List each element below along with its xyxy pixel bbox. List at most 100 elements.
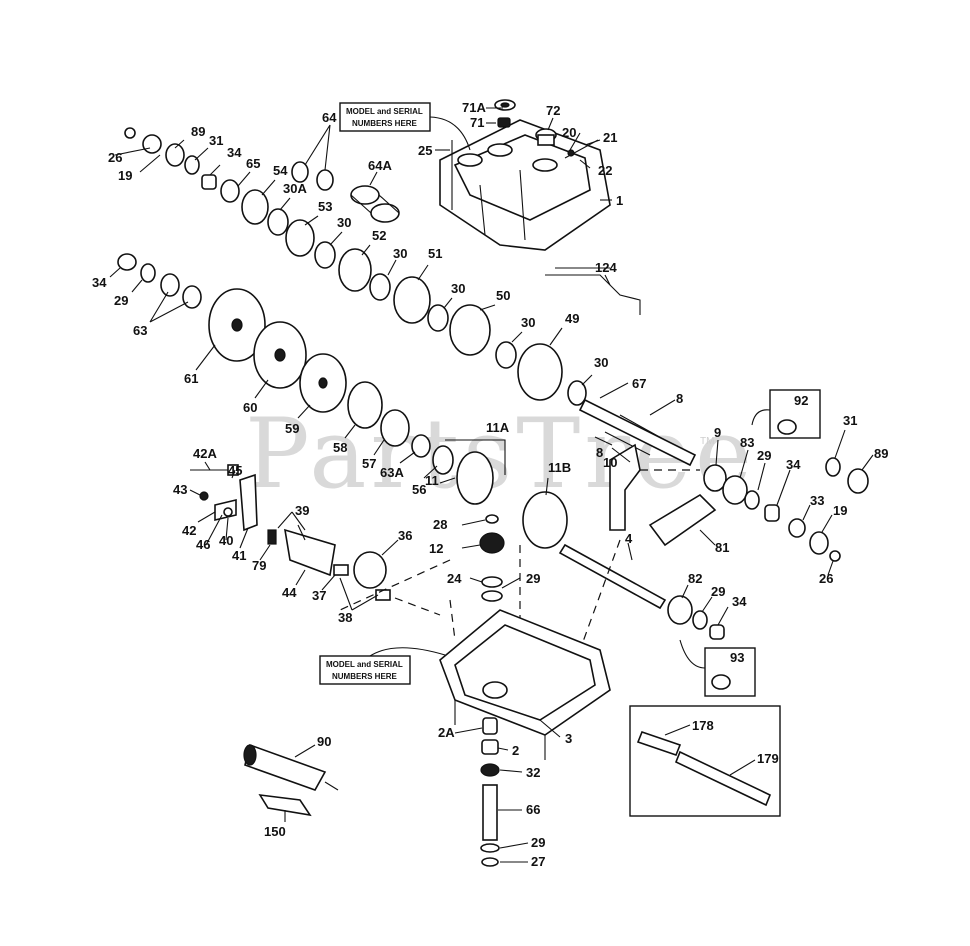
callout-72: 72 xyxy=(546,103,560,118)
callout-58: 58 xyxy=(333,440,347,455)
callout-22: 22 xyxy=(598,163,612,178)
callout-25: 25 xyxy=(418,143,432,158)
callout-179: 179 xyxy=(757,751,779,766)
main-shaft-67 xyxy=(578,398,697,467)
callout-46: 46 xyxy=(196,537,210,552)
callout-57: 57 xyxy=(362,456,376,471)
callout-19-right: 19 xyxy=(833,503,847,518)
callout-29-bottom: 29 xyxy=(531,835,545,850)
bottom-case-housing xyxy=(439,609,611,760)
callout-64: 64 xyxy=(322,110,337,125)
model-serial-bottom-line2: NUMBERS HERE xyxy=(332,672,398,681)
callout-65: 65 xyxy=(246,156,260,171)
model-serial-note-bottom: MODEL and SERIAL NUMBERS HERE xyxy=(319,647,446,685)
callout-33: 33 xyxy=(810,493,824,508)
callout-36: 36 xyxy=(398,528,412,543)
callout-124: 124 xyxy=(595,260,617,275)
callout-178: 178 xyxy=(692,718,714,733)
callout-28: 28 xyxy=(433,517,447,532)
tube-150 xyxy=(258,793,312,817)
callout-51: 51 xyxy=(428,246,442,261)
callout-92: 92 xyxy=(794,393,808,408)
callout-30-b: 30 xyxy=(393,246,407,261)
callout-1: 1 xyxy=(616,193,623,208)
callout-39: 39 xyxy=(295,503,309,518)
chain-81 xyxy=(648,493,717,547)
callout-54: 54 xyxy=(273,163,288,178)
callout-64A: 64A xyxy=(368,158,392,173)
callout-labels: 71A 72 71 20 21 22 25 1 64 64A 89 31 26 … xyxy=(92,100,888,869)
callout-34-right: 34 xyxy=(786,457,801,472)
callout-83: 83 xyxy=(740,435,754,450)
callout-81: 81 xyxy=(715,540,729,555)
watermark-tm: TM xyxy=(700,436,714,447)
callout-4: 4 xyxy=(625,531,633,546)
callout-37: 37 xyxy=(312,588,326,603)
leader-lines xyxy=(109,107,874,863)
model-serial-top-line1: MODEL and SERIAL xyxy=(346,107,423,116)
model-serial-note-top: MODEL and SERIAL NUMBERS HERE xyxy=(339,102,471,151)
callout-19-top: 19 xyxy=(118,168,132,183)
linkage-parts xyxy=(190,464,391,601)
callout-66: 66 xyxy=(526,802,540,817)
callout-29-lower-right: 29 xyxy=(711,584,725,599)
callout-31-top: 31 xyxy=(209,133,223,148)
callout-8-lower: 8 xyxy=(596,445,603,460)
callout-9: 9 xyxy=(714,425,721,440)
axle-4 xyxy=(558,543,667,610)
callout-29-right: 29 xyxy=(757,448,771,463)
callout-34-mid: 34 xyxy=(92,275,107,290)
callout-59: 59 xyxy=(285,421,299,436)
callout-24: 24 xyxy=(447,571,462,586)
callout-30-d: 30 xyxy=(521,315,535,330)
callout-10: 10 xyxy=(603,455,617,470)
callout-52: 52 xyxy=(372,228,386,243)
sealant-tube-90 xyxy=(243,743,339,791)
callout-44: 44 xyxy=(282,585,297,600)
callout-29-mid: 29 xyxy=(114,293,128,308)
detail-box-92 xyxy=(751,389,821,439)
callout-12: 12 xyxy=(429,541,443,556)
callout-2A: 2A xyxy=(438,725,455,740)
callout-89-right: 89 xyxy=(874,446,888,461)
callout-40: 40 xyxy=(219,533,233,548)
model-serial-bottom-line1: MODEL and SERIAL xyxy=(326,660,403,669)
callout-93: 93 xyxy=(730,650,744,665)
callout-11A: 11A xyxy=(486,420,510,435)
detail-box-93 xyxy=(679,639,756,697)
callout-90: 90 xyxy=(317,734,331,749)
callout-27: 27 xyxy=(531,854,545,869)
callout-42A: 42A xyxy=(193,446,217,461)
upper-left-bearings xyxy=(124,127,587,406)
callout-67: 67 xyxy=(632,376,646,391)
callout-34-lower-right: 34 xyxy=(732,594,747,609)
callout-34-top: 34 xyxy=(227,145,242,160)
callout-8-upper: 8 xyxy=(676,391,683,406)
callout-30-e: 30 xyxy=(594,355,608,370)
shift-collars-64 xyxy=(291,161,334,191)
right-bearings xyxy=(703,457,869,562)
callout-60: 60 xyxy=(243,400,257,415)
callout-32: 32 xyxy=(526,765,540,780)
callout-61: 61 xyxy=(184,371,198,386)
breather-cap-72 xyxy=(535,128,557,146)
callout-2: 2 xyxy=(512,743,519,758)
sprocket-82 xyxy=(667,595,725,640)
callout-21: 21 xyxy=(603,130,617,145)
callout-45: 45 xyxy=(228,463,242,478)
callout-89-top: 89 xyxy=(191,124,205,139)
callout-63: 63 xyxy=(133,323,147,338)
callout-82: 82 xyxy=(688,571,702,586)
bracket-124 xyxy=(545,267,641,315)
callout-42: 42 xyxy=(182,523,196,538)
callout-3: 3 xyxy=(565,731,572,746)
plug-71 xyxy=(497,117,511,128)
callout-29-center: 29 xyxy=(526,571,540,586)
callout-63A: 63A xyxy=(380,465,404,480)
vertical-shaft-stack xyxy=(480,717,500,867)
callout-50: 50 xyxy=(496,288,510,303)
callout-11B: 11B xyxy=(548,460,571,475)
callout-30-c: 30 xyxy=(451,281,465,296)
lower-gears xyxy=(208,288,568,549)
